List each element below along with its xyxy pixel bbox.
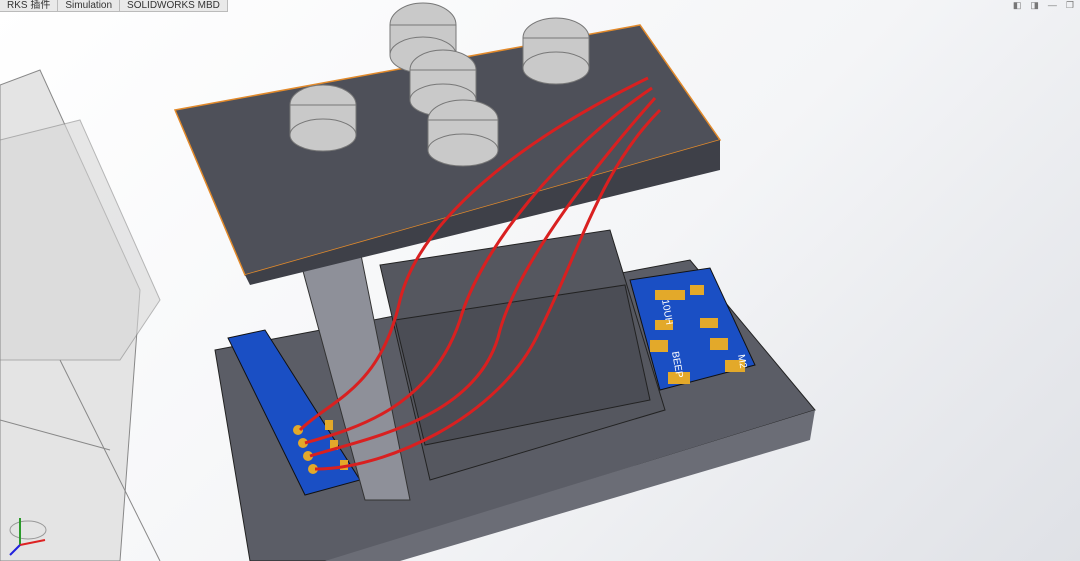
window-controls: ◧ ◨ — ❐ bbox=[1013, 0, 1074, 11]
restore-icon[interactable]: ❐ bbox=[1065, 0, 1074, 10]
transparent-housing bbox=[0, 69, 161, 561]
buzzer-label: BEEP bbox=[669, 351, 685, 380]
tile-left-icon[interactable]: ◧ bbox=[1012, 0, 1022, 10]
wires bbox=[298, 76, 662, 471]
minimize-icon[interactable]: — bbox=[1047, 0, 1057, 10]
motor-label: M2 bbox=[735, 354, 748, 370]
tab-simulation[interactable]: Simulation bbox=[58, 0, 121, 12]
inductor-label: 10UH bbox=[659, 299, 674, 326]
capacitors bbox=[289, 2, 590, 167]
command-manager-tabs: RKS 插件 Simulation SOLIDWORKS MBD bbox=[0, 0, 228, 12]
tab-mbd[interactable]: SOLIDWORKS MBD bbox=[120, 0, 228, 12]
tile-right-icon[interactable]: ◨ bbox=[1030, 0, 1039, 10]
tab-addins[interactable]: RKS 插件 bbox=[0, 0, 59, 12]
view-triad-icon bbox=[9, 518, 47, 556]
